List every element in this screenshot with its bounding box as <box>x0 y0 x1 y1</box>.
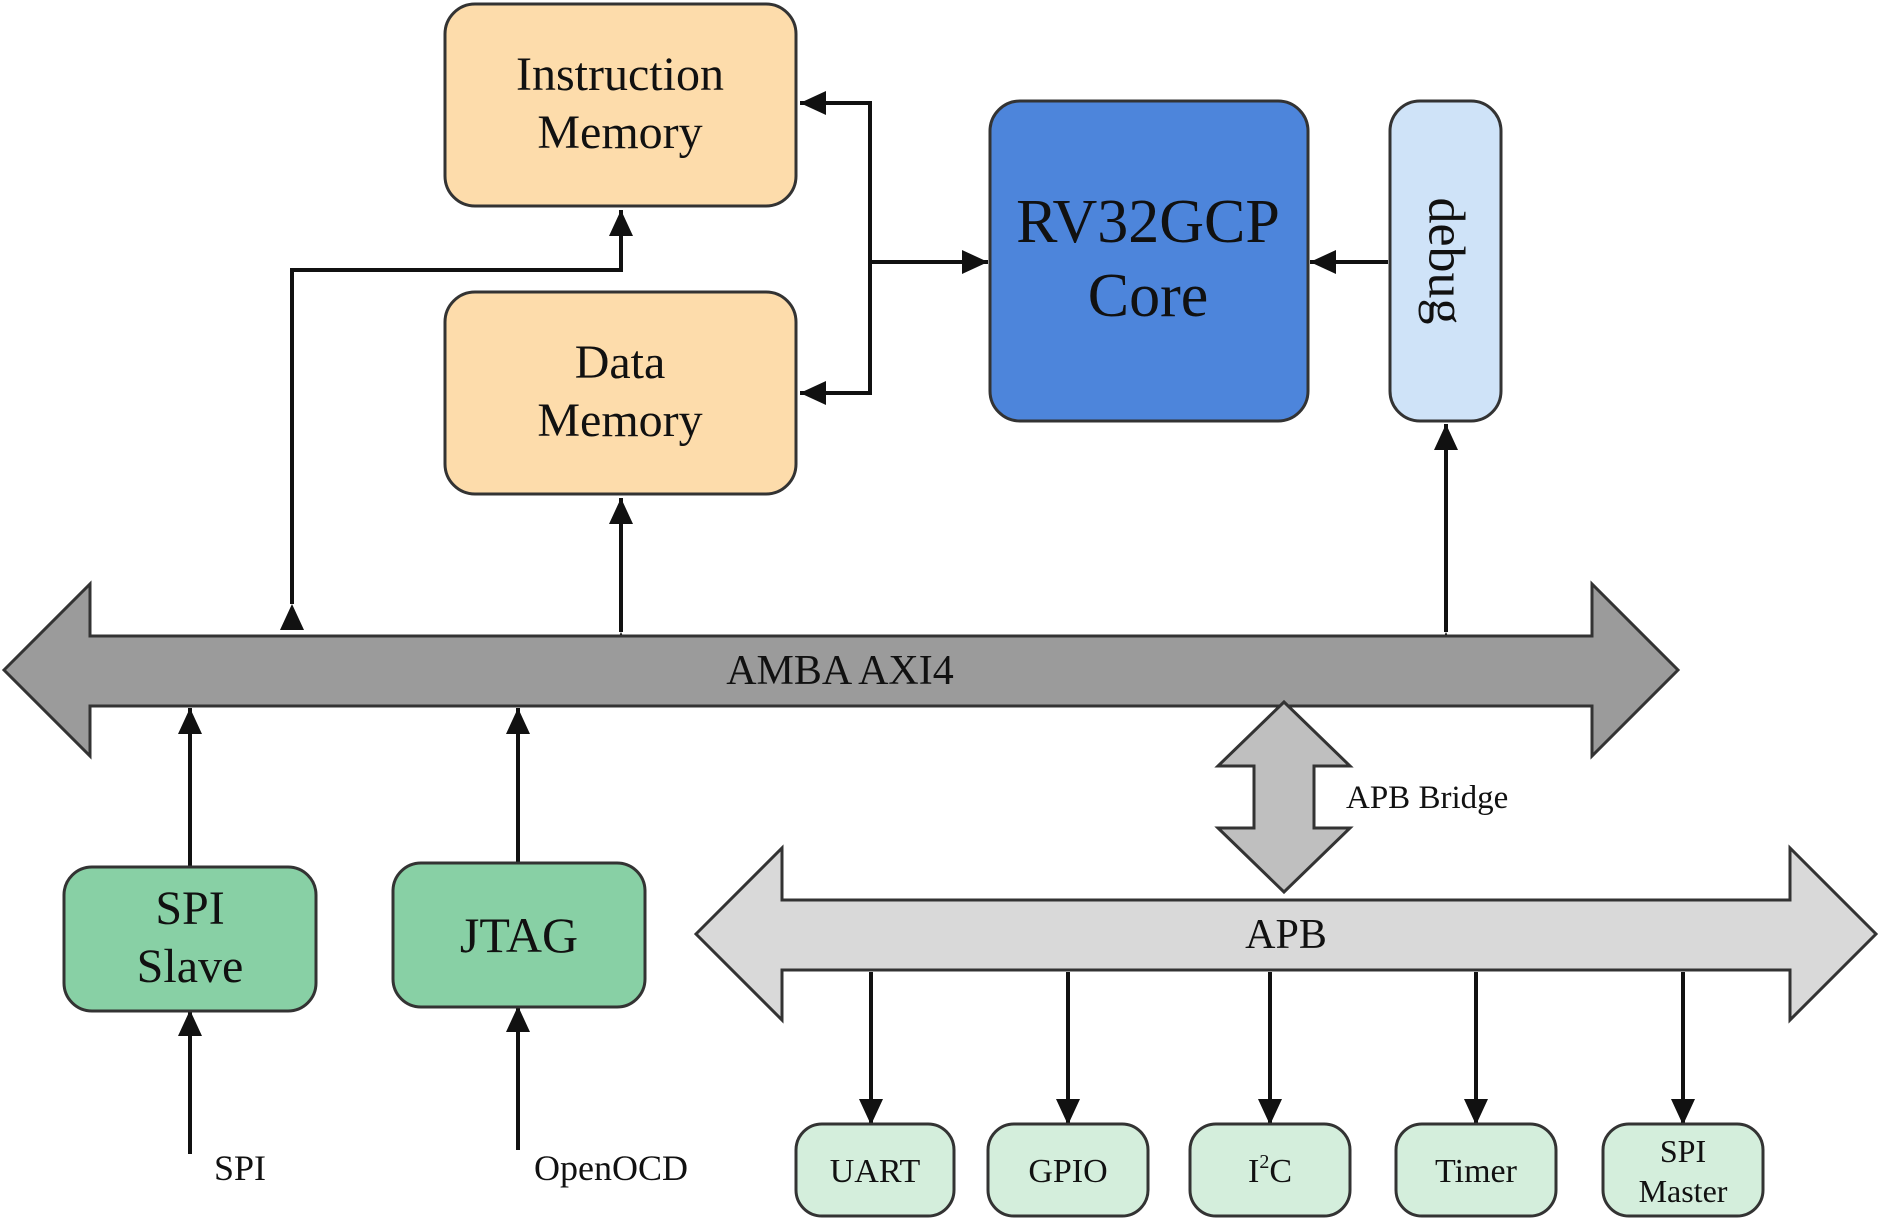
core-block: RV32GCP Core <box>988 99 1310 423</box>
axi-bus-label: AMBA AXI4 <box>726 648 954 694</box>
timer-label: Timer <box>1435 1153 1518 1190</box>
data-memory-box <box>443 290 798 496</box>
timer-block: Timer <box>1394 1122 1558 1218</box>
uart-block: UART <box>794 1122 956 1218</box>
spi-input-label: SPI <box>214 1148 266 1188</box>
axi-bus-arrow <box>1 580 1681 760</box>
i2c-label-tail: C <box>1269 1153 1292 1190</box>
apb-bus: APB <box>693 844 1879 1024</box>
i2c-block: I2C <box>1188 1122 1352 1218</box>
uart-box <box>794 1122 956 1218</box>
instruction-memory-label-line1: Instruction <box>516 48 724 101</box>
core-box <box>988 99 1310 423</box>
gpio-label: GPIO <box>1028 1153 1107 1190</box>
apb-bus-label: APB <box>1245 912 1327 958</box>
apb-bridge-arrow <box>1214 699 1354 895</box>
openocd-input-label: OpenOCD <box>534 1148 688 1188</box>
instruction-memory-box <box>443 2 798 208</box>
debug-label: debug <box>1418 197 1475 324</box>
gpio-block: GPIO <box>986 1122 1150 1218</box>
core-label-line2: Core <box>1088 262 1209 330</box>
instruction-memory-block: Instruction Memory <box>443 2 798 208</box>
data-memory-label-line1: Data <box>575 336 666 389</box>
i2c-label-base: I <box>1248 1153 1259 1190</box>
jtag-box <box>391 861 647 1009</box>
instruction-memory-label-line2: Memory <box>537 106 702 159</box>
i2c-label-superscript: 2 <box>1259 1151 1269 1173</box>
axi-bus: AMBA AXI4 <box>1 580 1681 760</box>
spi-slave-box <box>62 865 318 1013</box>
timer-box <box>1394 1122 1558 1218</box>
spi-master-box <box>1601 1122 1765 1218</box>
debug-box <box>1388 99 1503 423</box>
spi-slave-label-line1: SPI <box>155 882 224 935</box>
jtag-label: JTAG <box>460 907 578 963</box>
data-memory-label-line2: Memory <box>537 394 702 447</box>
spi-slave-label-line2: Slave <box>137 940 244 993</box>
debug-block: debug <box>1388 99 1503 423</box>
spi-master-label-line2: Master <box>1639 1173 1728 1209</box>
connectors <box>178 91 1695 1154</box>
spi-slave-block: SPI Slave <box>62 865 318 1013</box>
jtag-block: JTAG <box>391 861 647 1009</box>
i2c-box <box>1188 1122 1352 1218</box>
apb-bus-arrow <box>693 844 1879 1024</box>
uart-label: UART <box>830 1153 921 1190</box>
gpio-box <box>986 1122 1150 1218</box>
core-label-line1: RV32GCP <box>1016 188 1280 256</box>
apb-bridge: APB Bridge <box>1214 699 1508 895</box>
apb-bridge-label: APB Bridge <box>1346 780 1508 816</box>
spi-master-block: SPI Master <box>1601 1122 1765 1218</box>
core-to-instruction-memory-line <box>800 91 872 262</box>
data-memory-block: Data Memory <box>443 290 798 496</box>
axi-to-instruction-memory-line <box>280 210 633 630</box>
spi-master-label-line1: SPI <box>1660 1133 1706 1169</box>
core-to-data-memory-line <box>800 262 872 405</box>
i2c-label: I2C <box>1248 1151 1292 1190</box>
